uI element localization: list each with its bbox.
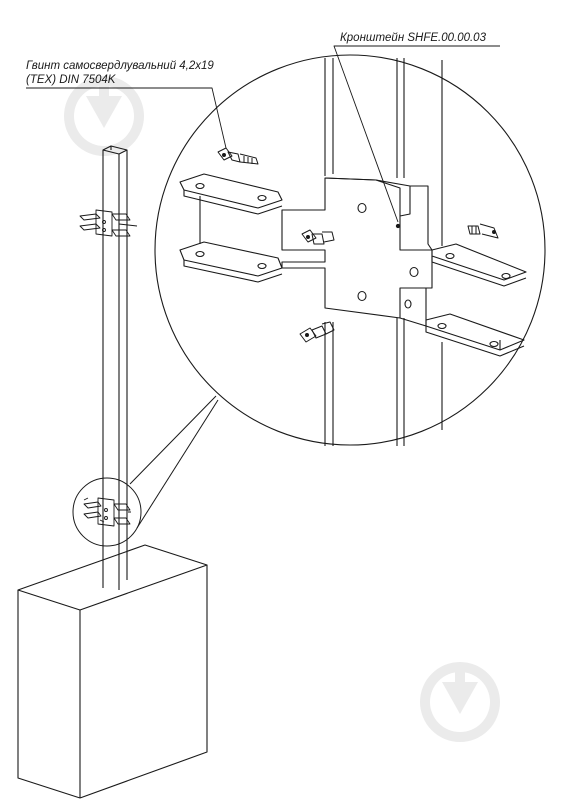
- screw-label-line1: Гвинт самосвердлувальний 4,2x19: [26, 60, 214, 72]
- detail-circle-small: [72, 477, 142, 547]
- screw-icon-bottom: [299, 321, 335, 343]
- detail-circle-large: [154, 54, 546, 446]
- bracket-label-leader: [333, 45, 500, 223]
- bracket-label: Кронштейн SHFE.00.00.03: [340, 32, 486, 44]
- detail-leader-line-upper: [129, 395, 217, 485]
- enlarged-cross-bracket: [179, 173, 527, 357]
- screw-label-leader: [26, 87, 227, 149]
- screw-icon-left: [301, 229, 335, 245]
- screw-label-line2: (TEX) DIN 7504K: [26, 74, 116, 86]
- lower-bracket-small: [83, 497, 131, 527]
- watermark-icon-top: [64, 76, 144, 156]
- watermark-icon-bottom: [420, 662, 500, 742]
- screw-icon-right: [467, 223, 499, 239]
- concrete-foundation-block: [17, 544, 208, 799]
- upper-bracket-small: [79, 209, 138, 237]
- vertical-post: [102, 145, 128, 590]
- enlarged-post: [324, 58, 443, 446]
- detail-leader-line-lower: [136, 399, 219, 529]
- screw-icon-top: [217, 147, 259, 165]
